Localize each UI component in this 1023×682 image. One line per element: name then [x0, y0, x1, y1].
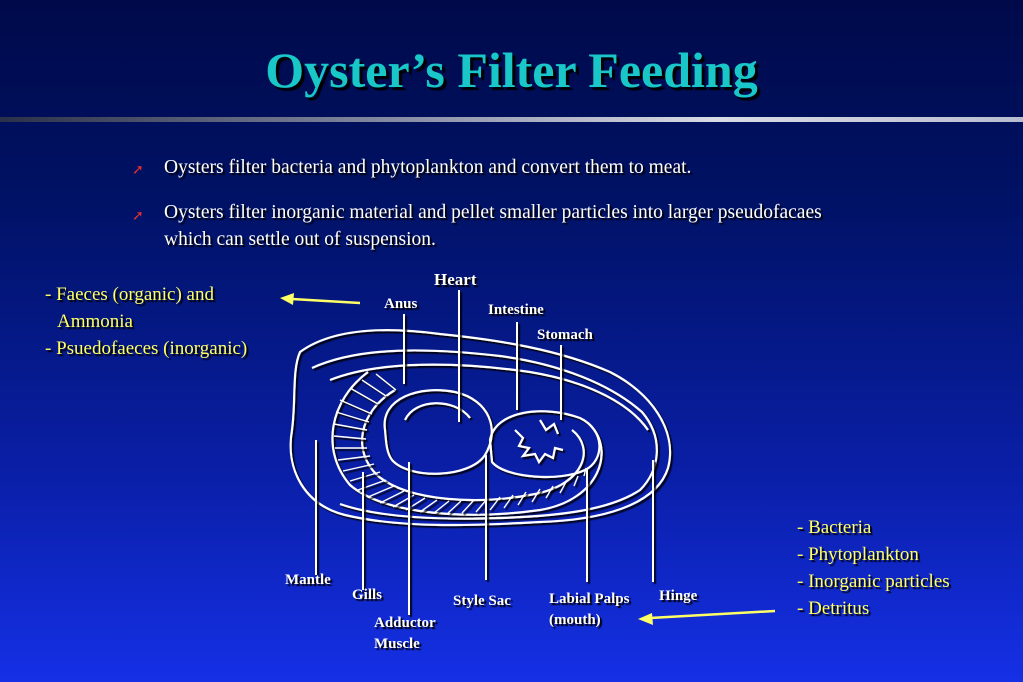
input-item-detritus: - Detritus [797, 598, 870, 619]
label-muscle: Muscle [374, 636, 420, 652]
label-labial-palps: Labial Palps [549, 591, 630, 607]
label-adductor: Adductor [374, 615, 436, 631]
bullet-arrow-icon: ➚ [132, 162, 144, 178]
digestive-detail [514, 419, 564, 465]
gill-inner [361, 389, 585, 502]
intestine-loop [403, 402, 471, 421]
bullet-arrow-icon: ➚ [132, 208, 144, 224]
stomach-region [488, 410, 601, 479]
shell-inner-ridge [311, 349, 658, 520]
output-item-pseudofaeces: - Psuedofaeces (inorganic) [45, 338, 248, 359]
label-gills: Gills [352, 587, 383, 603]
label-mantle: Mantle [285, 572, 331, 588]
label-style-sac: Style Sac [453, 593, 511, 609]
bullet-text-1: Oysters filter bacteria and phytoplankto… [164, 157, 692, 178]
label-heart: Heart [434, 270, 477, 289]
output-item-ammonia: Ammonia [57, 311, 133, 332]
input-item-phytoplankton: - Phytoplankton [797, 544, 919, 565]
label-stomach: Stomach [537, 327, 593, 343]
visceral-mass [383, 389, 493, 475]
flow-arrows [280, 293, 776, 625]
bullet-text-2: Oysters filter inorganic material and pe… [164, 202, 822, 250]
leader-lines [315, 290, 654, 615]
slide-title: Oyster’s Filter Feeding [265, 42, 758, 98]
input-arrowhead-icon [638, 613, 653, 625]
output-arrow [291, 297, 361, 305]
title-divider [0, 117, 1023, 122]
input-item-inorganic: - Inorganic particles [797, 571, 950, 592]
shell-layer [329, 363, 649, 431]
input-item-bacteria: - Bacteria [797, 517, 872, 538]
label-anus: Anus [384, 296, 418, 312]
output-arrowhead-icon [280, 293, 294, 305]
gill-filaments [333, 373, 587, 514]
shell-outline [289, 329, 672, 527]
input-arrow [649, 609, 776, 620]
label-mouth: (mouth) [549, 612, 601, 628]
label-hinge: Hinge [659, 588, 698, 604]
label-intestine: Intestine [488, 302, 544, 318]
output-item-faeces: - Faeces (organic) and [45, 284, 214, 305]
gill-outer [331, 371, 603, 516]
